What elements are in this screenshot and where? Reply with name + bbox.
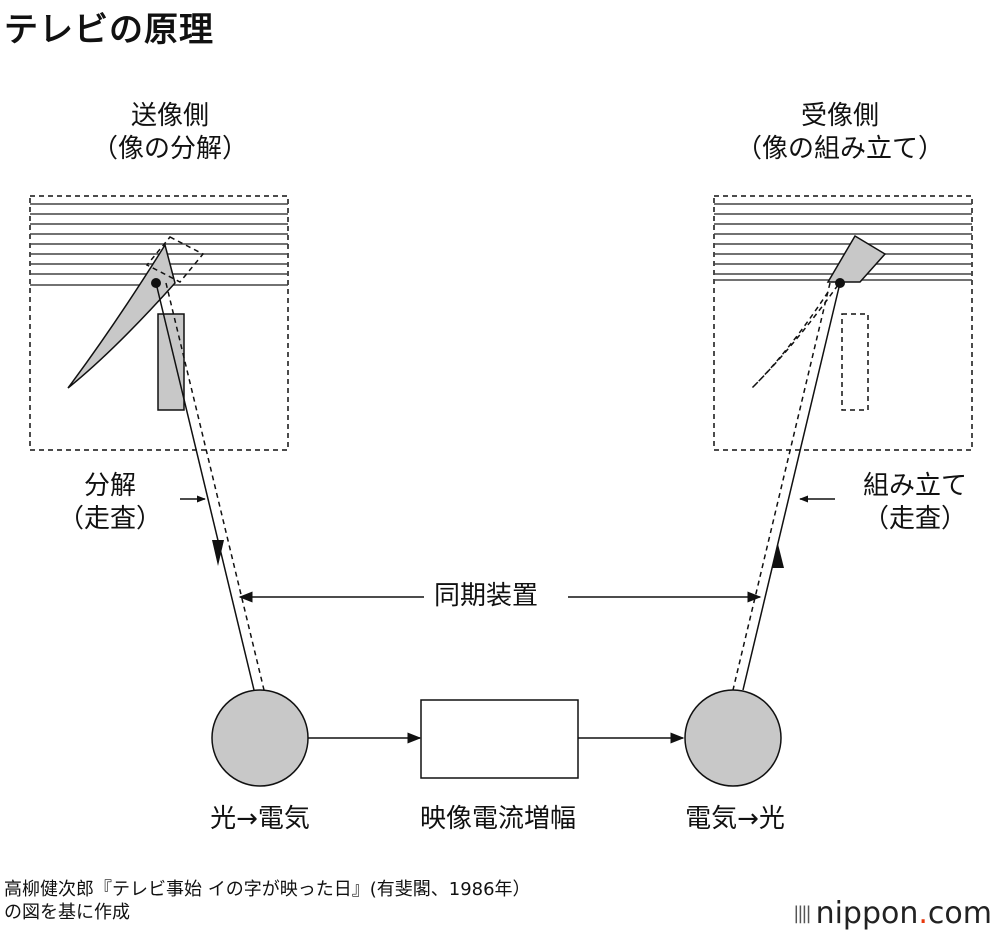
electric-to-light-label: 電気→光 [685, 804, 785, 834]
receiver-beam-dashed [732, 282, 831, 691]
credit-line1: 高柳健次郎『テレビ事始 イの字が映った日』(有斐閣、1986年） [4, 879, 531, 900]
sender-frame [29, 195, 289, 451]
assemble-label-line2: （走査） [862, 503, 967, 534]
sender-label-line2: （像の分解） [91, 133, 248, 164]
sender-beam-dashed [165, 282, 265, 691]
receiver-label-line2: （像の組み立て） [735, 133, 944, 164]
sender-screen [29, 195, 289, 451]
logo-tld: com [927, 896, 992, 931]
sender-label: 送像側 （像の分解） [60, 100, 280, 165]
sender-image-blade [67, 243, 176, 389]
receiver-screen [713, 195, 973, 451]
receiver-beam-arrowhead [772, 544, 784, 568]
decompose-label: 分解 （走査） [40, 470, 180, 535]
sender-image-bar [157, 313, 185, 411]
receiver-image-wedge [826, 234, 887, 283]
decompose-label-line1: 分解 [83, 471, 136, 501]
bars-icon: |||| [793, 903, 811, 924]
sync-label: 同期装置 [434, 581, 539, 611]
receiver-image-blade-outline [751, 284, 839, 389]
logo-dot: . [918, 896, 928, 931]
nippon-logo: ||||nippon.com [793, 896, 992, 931]
page-title: テレビの原理 [4, 10, 214, 50]
photoelectric-converter [211, 689, 309, 787]
light-to-electric-label: 光→電気 [210, 804, 310, 834]
light-emitter [684, 689, 782, 787]
credit-text: 高柳健次郎『テレビ事始 イの字が映った日』(有斐閣、1986年） の図を基に作成 [4, 878, 531, 925]
logo-name: nippon [815, 896, 919, 931]
credit-line2: の図を基に作成 [4, 902, 130, 924]
sender-label-line1: 送像側 [130, 101, 209, 131]
receiver-frame [713, 195, 973, 451]
amplifier-box [420, 699, 579, 779]
sender-beam [155, 282, 255, 691]
receiver-label: 受像側 （像の組み立て） [715, 100, 965, 165]
receiver-image-bar-outline [841, 313, 869, 411]
sender-beam-arrowhead [212, 540, 224, 566]
assemble-label: 組み立て （走査） [835, 470, 995, 535]
receiver-beam [742, 282, 841, 691]
sender-scan-window [145, 236, 205, 283]
amplifier-label: 映像電流増幅 [419, 804, 576, 834]
receiver-label-line1: 受像側 [800, 101, 879, 131]
decompose-label-line2: （走査） [57, 503, 162, 534]
assemble-label-line1: 組み立て [862, 471, 967, 501]
